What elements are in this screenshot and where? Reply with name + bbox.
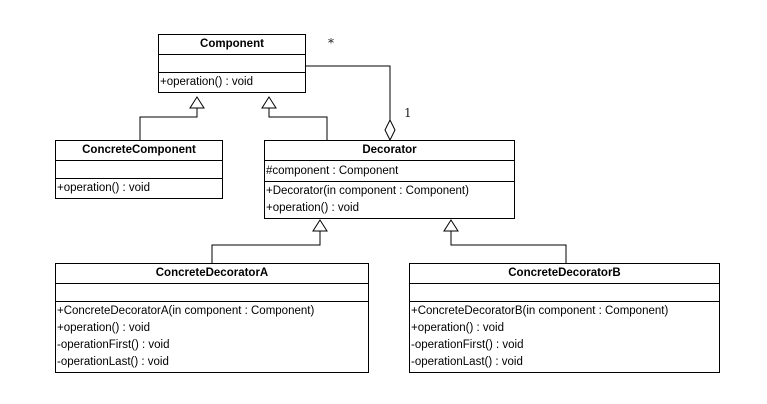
operation: -operationFirst() : void: [57, 339, 170, 351]
operation: -operationLast() : void: [57, 356, 169, 368]
operation: +ConcreteDecoratorA(in component : Compo…: [57, 305, 315, 317]
operation: -operationFirst() : void: [411, 339, 524, 351]
operation: +operation() : void: [266, 202, 360, 214]
generalization-decoratorb-to-decorator: [450, 231, 567, 263]
class-concrete-decorator-b[interactable]: ConcreteDecoratorB +ConcreteDecoratorB(i…: [409, 263, 720, 373]
attributes-compartment: [56, 161, 222, 179]
operations-compartment: +operation() : void: [159, 73, 305, 92]
inheritance-arrowhead-decorator-left: [312, 219, 328, 232]
inheritance-arrowhead-component-left: [189, 96, 205, 109]
multiplicity-star: *: [328, 36, 334, 50]
operation: +Decorator(in component : Component): [266, 185, 469, 197]
class-name: ConcreteDecoratorB: [410, 264, 719, 284]
class-concrete-component[interactable]: ConcreteComponent +operation() : void: [55, 140, 223, 199]
class-name: Component: [159, 35, 305, 55]
class-name: ConcreteComponent: [56, 141, 222, 161]
operation: +operation() : void: [411, 322, 505, 334]
class-name: ConcreteDecoratorA: [56, 264, 368, 284]
class-decorator[interactable]: Decorator #component : Component +Decora…: [264, 140, 515, 219]
operations-compartment: +Decorator(in component : Component) +op…: [265, 182, 514, 218]
attributes-compartment: [159, 55, 305, 73]
generalization-decoratora-to-decorator: [211, 231, 321, 263]
aggregation-decorator-component: [306, 65, 391, 120]
operation: +ConcreteDecoratorB(in component : Compo…: [411, 305, 669, 317]
aggregation-diamond: [384, 118, 396, 142]
operations-compartment: +operation() : void: [56, 179, 222, 198]
multiplicity-one: 1: [404, 106, 412, 120]
operations-compartment: +ConcreteDecoratorB(in component : Compo…: [410, 302, 719, 372]
operation: -operationLast() : void: [411, 356, 523, 368]
generalization-decorator-to-component: [268, 108, 328, 140]
attributes-compartment: [56, 284, 368, 302]
inheritance-arrowhead-component-right: [261, 96, 277, 109]
attributes-compartment: [410, 284, 719, 302]
operations-compartment: +ConcreteDecoratorA(in component : Compo…: [56, 302, 368, 372]
attribute: #component : Component: [266, 165, 399, 177]
operation: +operation() : void: [57, 322, 151, 334]
operation: +operation() : void: [57, 182, 151, 194]
class-component[interactable]: Component +operation() : void: [158, 34, 306, 93]
class-name: Decorator: [265, 141, 514, 161]
attributes-compartment: #component : Component: [265, 161, 514, 182]
class-concrete-decorator-a[interactable]: ConcreteDecoratorA +ConcreteDecoratorA(i…: [55, 263, 369, 373]
operation: +operation() : void: [160, 76, 254, 88]
generalization-concretecomponent-to-component: [139, 108, 198, 140]
inheritance-arrowhead-decorator-right: [443, 219, 459, 232]
